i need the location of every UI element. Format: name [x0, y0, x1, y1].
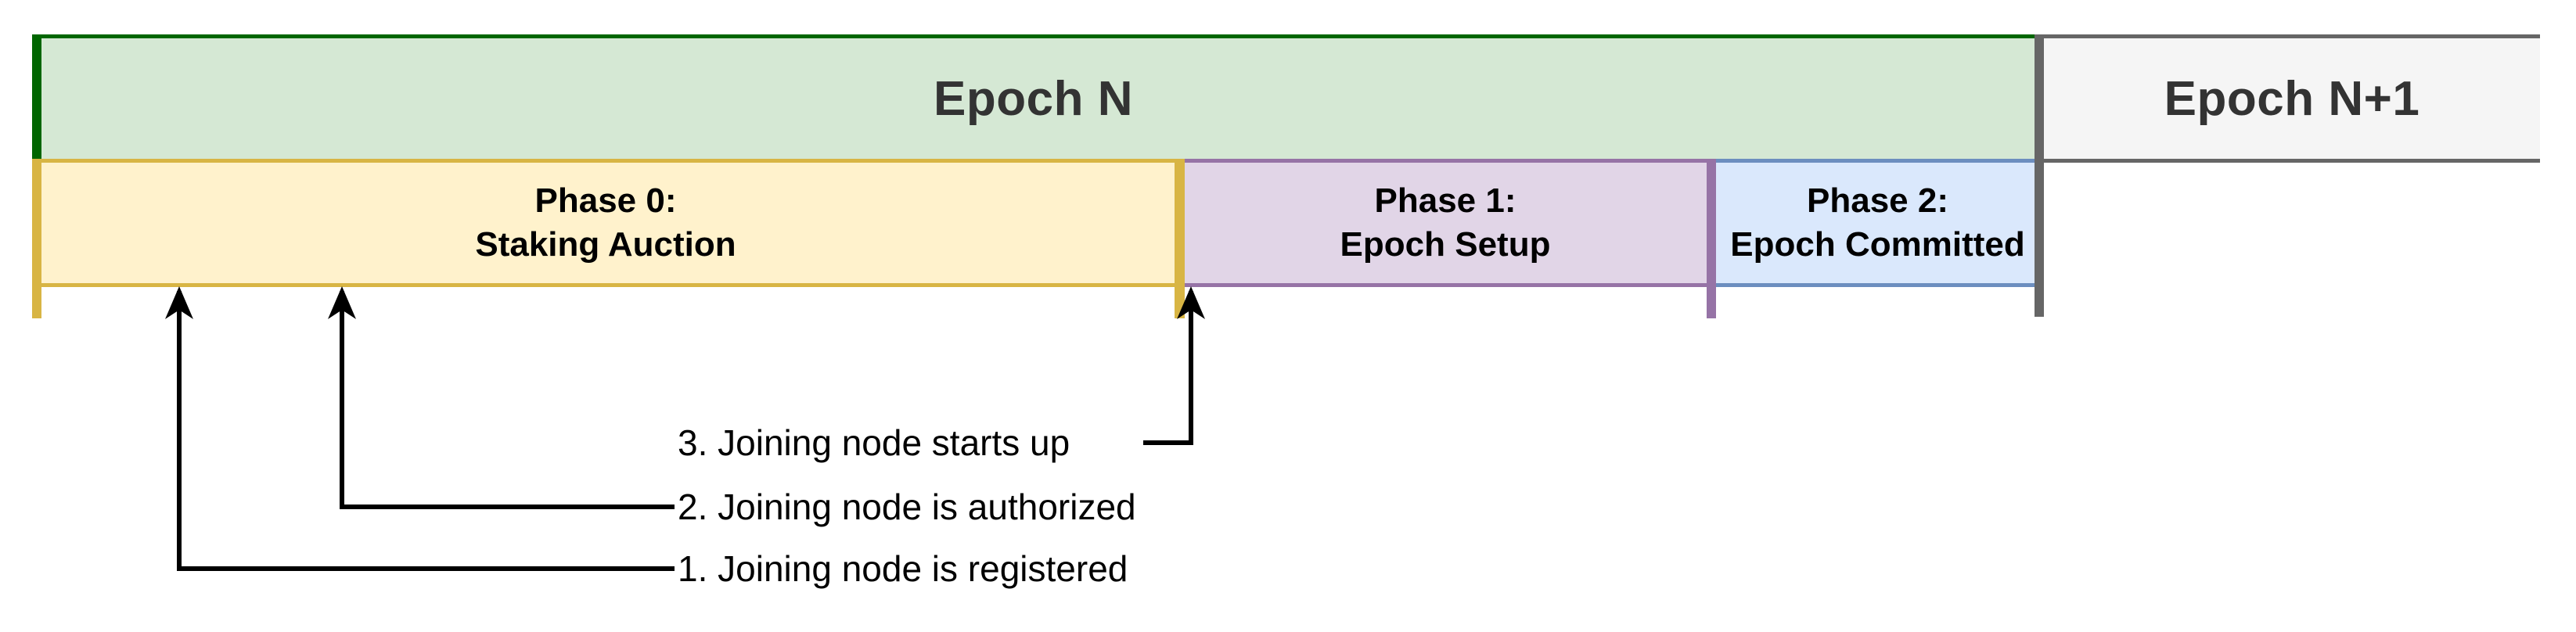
- event3-label: 3. Joining node starts up: [678, 422, 1070, 463]
- epoch-start-marker: [32, 34, 41, 159]
- event1-arrow-stem: [177, 291, 182, 571]
- phase1-label-line2: Epoch Setup: [1340, 225, 1551, 264]
- phase1-start-marker: [1175, 159, 1185, 318]
- epoch-n-label: Epoch N: [934, 71, 1133, 126]
- epoch-n1-band: Epoch N+1: [2044, 34, 2540, 163]
- phase1-label-line1: Phase 1:: [1374, 181, 1516, 220]
- event1-label: 1. Joining node is registered: [678, 548, 1128, 589]
- event3-connector-line: [1143, 440, 1193, 445]
- epoch-boundary-divider: [2035, 34, 2044, 317]
- event1-connector-line: [177, 566, 675, 571]
- event3-arrow-stem: [1189, 291, 1193, 444]
- phase0-staking-auction-band: Phase 0: Staking Auction: [32, 159, 1179, 287]
- phase1-epoch-setup-band: Phase 1: Epoch Setup: [1179, 159, 1711, 287]
- phase0-label-line1: Phase 0:: [534, 181, 677, 220]
- phase0-start-marker: [32, 159, 41, 318]
- phase0-label-line2: Staking Auction: [475, 225, 736, 264]
- event2-label: 2. Joining node is authorized: [678, 487, 1136, 527]
- phase2-label-line2: Epoch Committed: [1730, 225, 2025, 264]
- phase2-label: Phase 2: Epoch Committed: [1730, 179, 2024, 267]
- event2-connector-line: [340, 505, 675, 509]
- epoch-n1-label: Epoch N+1: [2164, 71, 2420, 126]
- phase2-start-marker: [1707, 159, 1716, 318]
- phase1-label: Phase 1: Epoch Setup: [1340, 179, 1551, 267]
- phase0-label: Phase 0: Staking Auction: [475, 179, 736, 267]
- phase2-epoch-committed-band: Phase 2: Epoch Committed: [1711, 159, 2044, 287]
- event2-arrow-stem: [340, 291, 344, 509]
- epoch-n-band: Epoch N: [32, 34, 2035, 159]
- phase2-label-line1: Phase 2:: [1807, 181, 1948, 220]
